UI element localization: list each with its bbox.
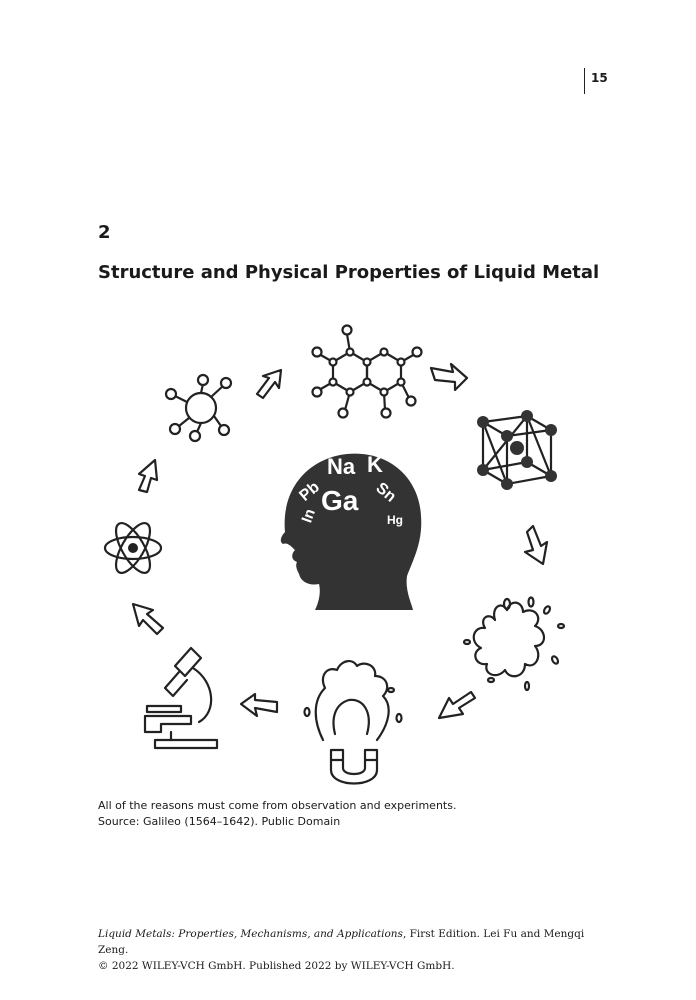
copyright-footer: Liquid Metals: Properties, Mechanisms, a…: [98, 926, 598, 974]
figure-caption: All of the reasons must come from observ…: [98, 798, 456, 830]
arrow-right-icon: [255, 368, 283, 400]
caption-source: Source: Galileo (1564–1642). Public Doma…: [98, 815, 341, 828]
atom-icon: [103, 522, 163, 574]
head-silhouette: [280, 453, 422, 610]
chapter-figure: .ln { fill: none; stroke: #222; stroke-w…: [103, 324, 566, 785]
caption-line: All of the reasons must come from observ…: [98, 799, 457, 812]
element-na: Na: [327, 454, 356, 479]
arrow-up-icon: [137, 458, 159, 494]
footer-citation: Liquid Metals: Properties, Mechanisms, a…: [98, 926, 598, 958]
page-number: 15: [584, 68, 608, 94]
arrow-down-icon: [523, 524, 549, 566]
molecule-network-icon: [311, 324, 423, 419]
element-k: K: [367, 452, 383, 477]
chapter-number: 2: [98, 222, 111, 243]
element-in: In: [298, 507, 319, 525]
molecule-icon: [164, 373, 233, 443]
arrow-left-icon: [239, 692, 279, 718]
microscope-icon: [143, 646, 219, 750]
element-symbols: Na K Pb Ga Sn In Hg: [296, 452, 403, 527]
element-hg: Hg: [387, 513, 403, 527]
crystal-lattice-icon: [477, 410, 557, 490]
element-ga: Ga: [321, 485, 359, 516]
edition-authors: , First Edition. Lei Fu and Mengqi Zeng.: [98, 928, 585, 956]
chapter-title: Structure and Physical Properties of Liq…: [98, 262, 600, 283]
book-title: Liquid Metals: Properties, Mechanisms, a…: [98, 928, 403, 940]
arrow-down-left-icon: [437, 690, 477, 720]
arrow-right-icon: [429, 362, 469, 392]
cycle-arrows: [131, 362, 549, 720]
copyright-line: © 2022 WILEY-VCH GmbH. Published 2022 by…: [98, 960, 455, 972]
liquid-splash-icon: [462, 596, 566, 692]
arrow-up-icon: [131, 602, 165, 636]
magnet-liquid-icon: [303, 660, 403, 785]
